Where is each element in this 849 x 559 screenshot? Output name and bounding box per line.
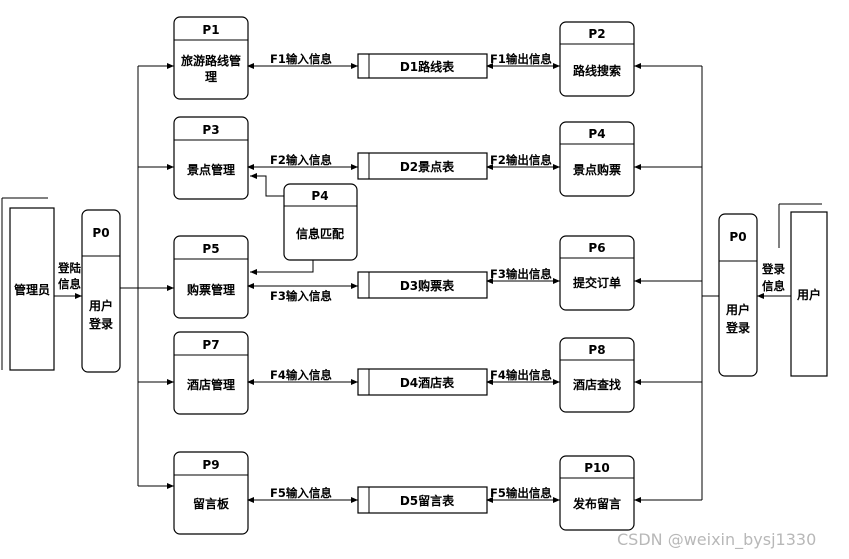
store-d1: D1路线表: [357, 53, 488, 79]
p10-name: 发布留言: [572, 496, 621, 511]
p9-id: P9: [202, 458, 219, 472]
f1-out-label: F1输出信息: [490, 52, 552, 66]
f3-in-label: F3输入信息: [270, 289, 332, 303]
login-right-id: P0: [729, 230, 746, 244]
process-p10: P10 发布留言: [559, 455, 635, 531]
left-bus: [120, 63, 174, 489]
p10-id: P10: [584, 461, 610, 475]
login-right-name1: 用户: [725, 302, 750, 317]
f2-out-label: F2输出信息: [490, 153, 552, 167]
p1-name1: 旅游路线管: [181, 53, 241, 68]
d5-label: D5留言表: [400, 493, 455, 508]
watermark: CSDN @weixin_bysj1330: [617, 530, 816, 550]
process-p9: P9 留言板: [173, 451, 249, 535]
f5-out-label: F5输出信息: [490, 486, 552, 500]
login-process-right: P0 用户 登录: [718, 213, 758, 377]
admin-label: 管理员: [14, 282, 50, 297]
p4a-name: 景点购票: [573, 162, 621, 177]
admin-entity: 管理员: [1, 197, 55, 371]
process-p3: P3 景点管理: [173, 116, 249, 200]
match-to-p5-flow: [250, 260, 314, 275]
p3-name: 景点管理: [187, 162, 235, 177]
store-d5: D5留言表: [357, 486, 488, 514]
process-p1: P1 旅游路线管 理: [173, 16, 249, 100]
f3-out-label: F3输出信息: [490, 267, 552, 281]
process-p7: P7 酒店管理: [173, 331, 249, 415]
d1-label: D1路线表: [400, 59, 455, 74]
p9-name: 留言板: [193, 496, 230, 511]
p8-id: P8: [588, 343, 605, 357]
p8-name: 酒店查找: [573, 377, 621, 392]
store-d3: D3购票表: [357, 271, 488, 299]
d3-label: D3购票表: [400, 278, 455, 293]
process-p8: P8 酒店查找: [559, 337, 635, 413]
p3-id: P3: [202, 123, 219, 137]
p2-id: P2: [588, 27, 605, 41]
f4-out-label: F4输出信息: [490, 368, 552, 382]
p1-id: P1: [202, 23, 219, 37]
p7-id: P7: [202, 338, 219, 352]
user-flow-label1: 登录: [761, 262, 785, 276]
f2-in-label: F2输入信息: [270, 153, 332, 167]
f5-in-label: F5输入信息: [270, 486, 332, 500]
process-p2: P2 路线搜索: [559, 21, 635, 97]
p5-id: P5: [202, 242, 219, 256]
user-flow-label2: 信息: [762, 279, 785, 293]
process-p6: P6 提交订单: [559, 235, 635, 311]
p4b-id: P4: [311, 189, 328, 203]
process-p5: P5 购票管理: [173, 235, 249, 319]
process-p4-ticket: P4 景点购票: [559, 121, 635, 197]
match-to-p3-flow: [250, 173, 284, 197]
d2-label: D2景点表: [400, 159, 455, 174]
p1-name2: 理: [205, 70, 217, 84]
login-left-name2: 登录: [88, 316, 113, 331]
p7-name: 酒店管理: [187, 377, 235, 392]
p6-id: P6: [588, 241, 605, 255]
login-process-left: P0 用户 登录: [81, 209, 121, 373]
admin-flow-label2: 信息: [58, 277, 81, 291]
f1-in-label: F1输入信息: [270, 52, 332, 66]
p2-name: 路线搜索: [573, 63, 621, 78]
f4-in-label: F4输入信息: [270, 368, 332, 382]
store-d4: D4酒店表: [357, 368, 488, 396]
right-bus: [634, 63, 719, 503]
p6-name: 提交订单: [573, 275, 621, 290]
user-label: 用户: [796, 287, 821, 302]
store-d2: D2景点表: [357, 152, 488, 180]
p4a-id: P4: [588, 127, 605, 141]
p5-name: 购票管理: [187, 282, 235, 297]
p4b-name: 信息匹配: [296, 226, 344, 241]
d4-label: D4酒店表: [400, 375, 455, 390]
login-left-name1: 用户: [88, 298, 113, 313]
login-left-id: P0: [92, 226, 109, 240]
admin-flow-label1: 登陆: [57, 261, 81, 275]
user-entity: 用户: [778, 203, 828, 377]
process-p4-match: P4 信息匹配: [283, 183, 358, 261]
login-right-name2: 登录: [725, 320, 750, 335]
